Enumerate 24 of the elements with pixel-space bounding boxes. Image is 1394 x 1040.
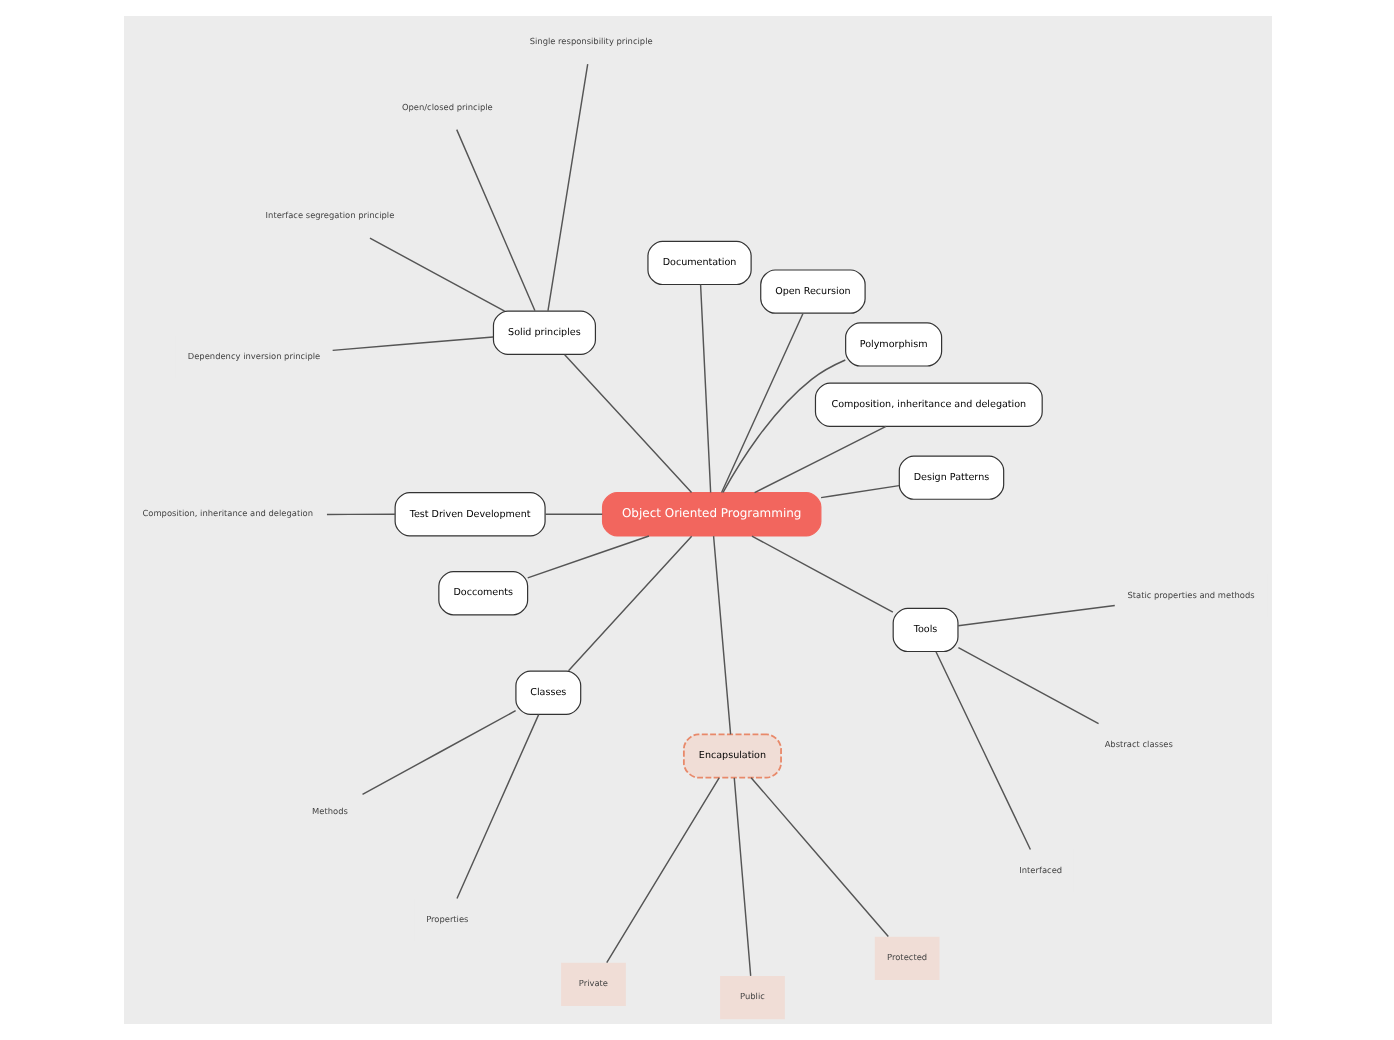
connector <box>543 513 602 515</box>
connector <box>526 535 649 579</box>
connector <box>455 713 539 900</box>
connector <box>721 359 845 494</box>
connector <box>711 535 731 736</box>
connector <box>698 283 711 494</box>
connector <box>368 237 505 312</box>
connector <box>749 776 889 938</box>
connector <box>455 128 535 312</box>
connector <box>330 336 493 352</box>
connector <box>956 604 1115 627</box>
connector <box>750 535 893 613</box>
connector <box>819 484 899 499</box>
connector <box>752 425 886 494</box>
connector <box>934 651 1031 851</box>
connector <box>325 513 395 516</box>
connector <box>360 709 516 796</box>
connector <box>719 312 803 494</box>
connector <box>605 777 719 964</box>
connector <box>562 354 692 494</box>
connector <box>732 777 751 977</box>
connector <box>956 647 1099 725</box>
connector <box>546 63 588 312</box>
connector <box>566 535 692 672</box>
